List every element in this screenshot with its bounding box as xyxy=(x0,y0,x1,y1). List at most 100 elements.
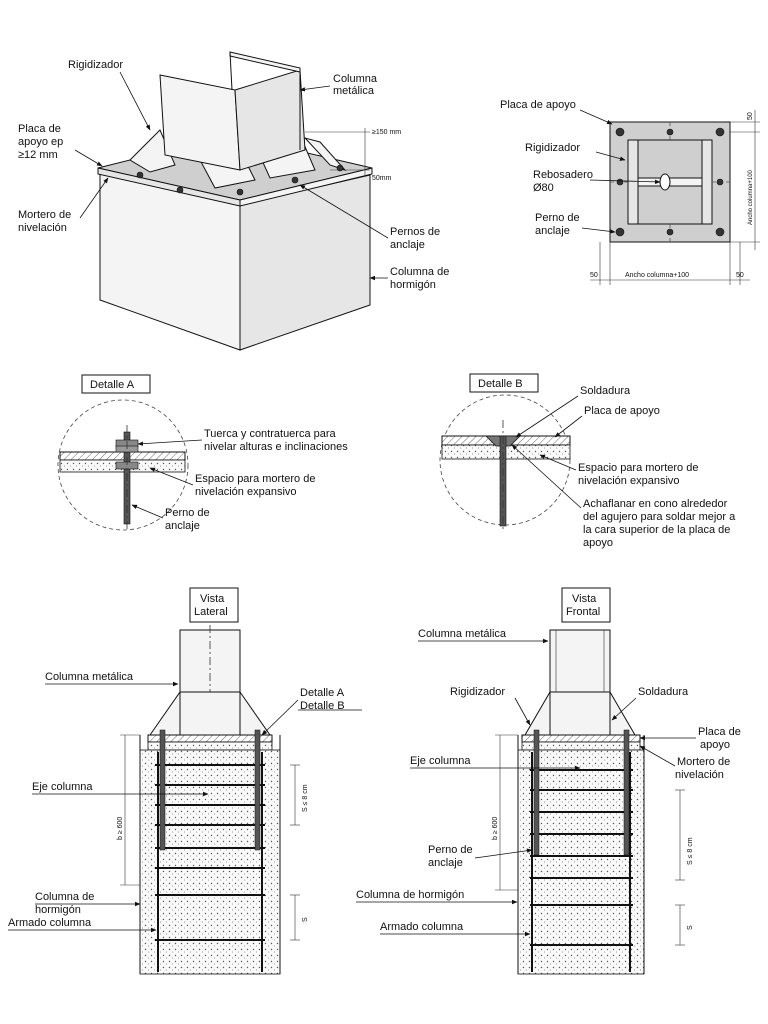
lateral-stiffener-right xyxy=(239,690,271,736)
plan-flange-right xyxy=(701,139,713,225)
plan-bolt-5 xyxy=(666,128,674,136)
detail-b-title: Detalle B xyxy=(478,378,523,390)
detail-a-title: Detalle A xyxy=(90,379,135,391)
frontal-label-eje: Eje columna xyxy=(410,755,471,767)
lateral-label-detalle-a: Detalle A xyxy=(300,687,345,699)
frontal-label-perno-2: anclaje xyxy=(428,857,463,869)
plan-bolt-8 xyxy=(716,178,724,186)
column-flange-front xyxy=(159,74,241,171)
frontal-stirrups xyxy=(530,769,633,946)
plan-bolt-6 xyxy=(666,228,674,236)
detail-a-perno-2: anclaje xyxy=(165,520,200,532)
iso-dim-150: ≥150 mm xyxy=(372,129,401,136)
frontal-label-placa-2: apoyo xyxy=(700,739,730,751)
frontal-title-box xyxy=(561,587,611,623)
column-flange-top xyxy=(229,51,301,73)
iso-label-placa-3: ≥12 mm xyxy=(18,149,58,161)
detail-b-achaf-3: la cara superior de la placa de xyxy=(583,524,730,536)
plan-label-rebosadero-2: Ø80 xyxy=(533,182,554,194)
detail-b-espacio-2: nivelación expansivo xyxy=(578,475,680,487)
lateral-label-hormigon-1: Columna de xyxy=(35,891,94,903)
lateral-label-hormigon-2: hormigón xyxy=(35,904,81,916)
plan-overflow-hole xyxy=(659,173,671,191)
plan-label-perno-1: Perno de xyxy=(535,212,580,224)
lateral-label-columna-metalica: Columna metálica xyxy=(45,671,134,683)
lateral-stiffener-left xyxy=(149,690,181,736)
plan-bolt-3 xyxy=(615,227,625,237)
iso-label-mortero-2: nivelación xyxy=(18,222,67,234)
frontal-dim-s2: S xyxy=(687,925,694,930)
lateral-title-2: Lateral xyxy=(194,606,228,618)
frontal-label-soldadura: Soldadura xyxy=(638,686,689,698)
column-web xyxy=(234,69,306,171)
detail-a: Detalle A Tuerca y contratuerca para niv… xyxy=(57,374,348,532)
lateral-column-lower xyxy=(179,691,241,736)
frontal-label-mortero-2: nivelación xyxy=(675,769,724,781)
frontal-steel-column xyxy=(549,629,611,693)
frontal-stiffener-right xyxy=(609,690,636,736)
iso-label-placa-2: apoyo ep xyxy=(18,136,63,148)
frontal-base-plate xyxy=(521,734,641,743)
detail-b-soldadura: Soldadura xyxy=(580,385,631,397)
lateral-label-armado: Armado columna xyxy=(8,917,92,929)
frontal-label-columna-metalica: Columna metálica xyxy=(418,628,507,640)
iso-label-mortero-1: Mortero de xyxy=(18,209,71,221)
lateral-anchor-bolt-right xyxy=(254,729,261,851)
iso-label-columna-1: Columna xyxy=(333,73,378,85)
frontal-label-perno-1: Perno de xyxy=(428,844,473,856)
frontal-column-lower xyxy=(549,691,611,736)
lateral-title-box xyxy=(189,587,239,623)
iso-bolt-3 xyxy=(236,188,244,196)
detail-b-title-box xyxy=(469,373,539,393)
detail-a-tuerca-1: Tuerca y contratuerca para xyxy=(204,428,337,440)
iso-label-rigidizador: Rigidizador xyxy=(68,59,123,71)
lateral-base-plate xyxy=(147,734,273,743)
detail-a-espacio-1: Espacio para mortero de xyxy=(195,473,315,485)
plan-dim-ancho-v: Ancho columna+100 xyxy=(748,169,754,225)
iso-label-pernos-1: Pernos de xyxy=(390,226,440,238)
frontal-view: Vista Frontal xyxy=(356,587,741,975)
detail-b-achaf-2: del agujero para soldar mejor a xyxy=(583,511,736,523)
iso-label-hormigon-2: hormigón xyxy=(390,279,436,291)
lateral-stirrups xyxy=(155,764,265,941)
plan-label-perno-2: anclaje xyxy=(535,225,570,237)
lateral-grout xyxy=(147,741,273,751)
detail-a-plate xyxy=(59,451,186,461)
iso-bolt-4 xyxy=(291,176,299,184)
base-plate-edge-right xyxy=(239,167,373,207)
detail-b-achaf-1: Achaflanar en cono alrededor xyxy=(583,498,728,510)
detail-b: Detalle B Soldadura Placa de apoyo Espac… xyxy=(439,373,736,549)
plan-label-rebosadero-1: Rebosadero xyxy=(533,169,593,181)
lateral-dim-s2: S xyxy=(302,917,309,922)
isometric-view: Rigidizador Columna metálica Placa de ap… xyxy=(18,51,449,351)
lateral-title-1: Vista xyxy=(200,593,225,605)
frontal-dim-s: S ≤ 8 cm xyxy=(687,837,694,865)
detail-b-espacio-1: Espacio para mortero de xyxy=(578,462,698,474)
iso-label-pernos-2: anclaje xyxy=(390,239,425,251)
iso-dim-50: 50mm xyxy=(372,175,392,182)
plan-label-rigidizador: Rigidizador xyxy=(525,142,580,154)
lateral-dim-s: S ≤ 8 cm xyxy=(302,784,309,812)
lateral-view: Vista Lateral xyxy=(8,587,362,975)
frontal-label-hormigon: Columna de hormigón xyxy=(356,889,464,901)
lateral-label-detalle-b: Detalle B xyxy=(300,700,345,712)
iso-label-columna-2: metálica xyxy=(333,85,375,97)
detail-a-espacio-2: nivelación expansivo xyxy=(195,486,297,498)
frontal-label-mortero-1: Mortero de xyxy=(677,756,730,768)
plan-view: 50 Ancho columna+100 50 50 Ancho columna… xyxy=(500,99,760,285)
frontal-anchor-bolt-right xyxy=(623,729,630,856)
plan-bolt-2 xyxy=(715,127,725,137)
lateral-anchor-bolt-left xyxy=(159,729,166,851)
detail-a-title-box xyxy=(81,374,151,394)
plan-flange-left xyxy=(627,139,639,225)
detail-a-circle xyxy=(57,399,189,531)
frontal-label-rigidizador: Rigidizador xyxy=(450,686,505,698)
plan-bolt-4 xyxy=(715,227,725,237)
plan-dim-50-right: 50 xyxy=(736,272,744,279)
detail-a-perno-1: Perno de xyxy=(165,507,210,519)
iso-bolt-1 xyxy=(136,171,144,179)
lateral-dim-b: b ≥ 600 xyxy=(117,817,124,840)
lateral-label-eje: Eje columna xyxy=(32,781,93,793)
plan-dim-ancho: Ancho columna+100 xyxy=(625,272,689,279)
